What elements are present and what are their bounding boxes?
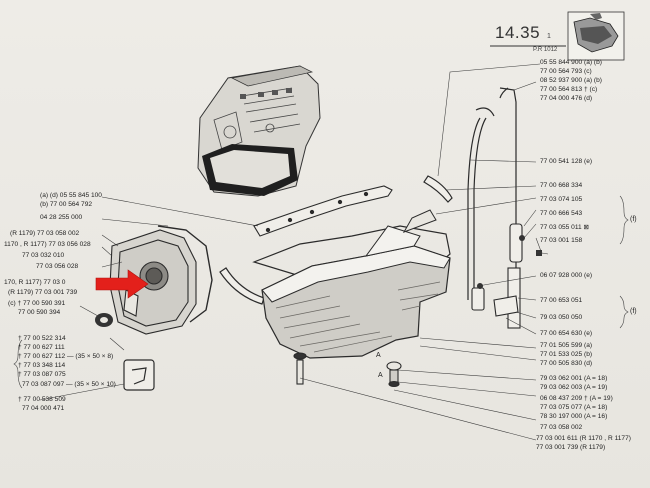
part-label-right: 77 03 001 611 (R 1170 , R 1177) bbox=[536, 435, 631, 442]
brace-f bbox=[619, 195, 629, 329]
part-label-left: † 77 03 348 114 bbox=[18, 362, 66, 369]
part-label-left: 77 03 087 097 — (35 × 50 × 10) bbox=[22, 381, 116, 388]
side-gasket bbox=[253, 185, 393, 237]
cork-seal-left bbox=[219, 267, 265, 305]
part-label-right: 77 03 075 077 (A = 18) bbox=[540, 404, 608, 411]
part-label-right: 79 03 050 050 bbox=[540, 314, 583, 321]
part-label-right: 77 03 001 158 bbox=[540, 237, 583, 244]
part-label-right: 78 30 197 000 (A = 16) bbox=[540, 413, 608, 420]
part-label-left: (R 1179) 77 03 001 739 bbox=[8, 289, 78, 296]
page-subtitle: P.R 1012 bbox=[533, 47, 558, 53]
engine-block-icon bbox=[197, 65, 321, 197]
sump-bolts bbox=[477, 235, 542, 289]
part-label-right: 05 55 844 900 (a) (b) bbox=[540, 59, 602, 66]
part-label-right: 77 04 000 476 (d) bbox=[540, 95, 593, 102]
part-label-right: 77 00 564 813 † (c) bbox=[540, 86, 598, 93]
dimension-letter-a: A bbox=[378, 372, 383, 379]
part-label-left: 77 04 000 471 bbox=[22, 405, 65, 412]
part-label-left: (a) (d) 05 55 845 100 bbox=[40, 192, 102, 199]
part-label-left: † 77 03 087 075 bbox=[18, 371, 66, 378]
part-label-right: 77 00 668 334 bbox=[540, 182, 583, 189]
part-label-right: 77 01 533 025 (b) bbox=[540, 351, 593, 358]
part-label-left: † 77 00 627 111 bbox=[18, 344, 65, 351]
part-label-right: 08 52 937 900 (a) (b) bbox=[540, 77, 602, 84]
part-label-right: 77 00 653 051 bbox=[540, 297, 583, 304]
part-label-left: † 77 00 627 112 — (35 × 50 × 8) bbox=[18, 353, 114, 360]
page-number-suffix: 1 bbox=[547, 33, 551, 40]
part-label-left: 77 03 032 010 bbox=[22, 252, 65, 259]
highlight-arrow-icon bbox=[95, 269, 149, 299]
part-label-right: 77 00 666 543 bbox=[540, 210, 583, 217]
part-label-left: 1170 , R 1177) 77 03 056 028 bbox=[4, 241, 91, 248]
leader-lines bbox=[39, 63, 549, 441]
oil-seal-icon bbox=[95, 313, 113, 327]
part-label-left: 04 28 255 000 bbox=[40, 214, 83, 221]
part-label-right: 06 07 928 000 (e) bbox=[540, 272, 593, 279]
part-label-right: 79 03 062 003 (A = 19) bbox=[540, 384, 608, 391]
part-label-right: 77 03 058 002 bbox=[540, 424, 583, 431]
part-label-right: 77 01 505 599 (a) bbox=[540, 342, 593, 349]
part-label-right: 77 00 564 793 (c) bbox=[540, 68, 592, 75]
brace-letter-f: (f) bbox=[630, 308, 637, 315]
page-number: 14.35 bbox=[495, 23, 541, 42]
end-gasket bbox=[157, 225, 213, 323]
part-label-right: 79 03 062 001 (A = 18) bbox=[540, 375, 608, 382]
oil-sump-icon bbox=[261, 209, 451, 359]
part-label-left: (c) † 77 00 590 391 bbox=[8, 300, 66, 307]
part-label-left: 77 00 590 394 bbox=[18, 309, 61, 316]
timing-cover bbox=[109, 229, 197, 335]
brace-letter-f: (f) bbox=[630, 216, 637, 223]
part-label-left: (R 1179) 77 03 058 002 bbox=[10, 230, 80, 237]
part-label-left: 170, R 1177) 77 03 0 bbox=[4, 279, 66, 286]
clip-inset bbox=[123, 359, 155, 391]
part-label-right: 77 03 055 011 ⊠ bbox=[540, 224, 590, 231]
part-label-left: (b) 77 00 564 792 bbox=[40, 201, 93, 208]
dipstick-guide bbox=[471, 223, 523, 329]
brace-left bbox=[13, 339, 23, 389]
part-label-right: 77 00 541 128 (e) bbox=[540, 158, 593, 165]
sump-thumbnail-icon bbox=[567, 11, 625, 61]
drain-plug bbox=[293, 352, 402, 388]
part-label-right: 77 00 505 830 (d) bbox=[540, 360, 593, 367]
cork-seal-top bbox=[423, 175, 453, 203]
part-label-left: † 77 00 538 509 bbox=[18, 396, 66, 403]
part-label-left: † 77 00 522 314 bbox=[18, 335, 66, 342]
part-label-right: 77 03 001 739 (R 1179) bbox=[536, 444, 606, 451]
part-label-right: 77 03 074 105 bbox=[540, 196, 583, 203]
part-label-right: 77 00 654 630 (e) bbox=[540, 330, 593, 337]
part-label-left: 77 03 056 028 bbox=[36, 263, 79, 270]
dimension-letter-a: A bbox=[376, 352, 381, 359]
part-label-right: 06 08 437 209 † (A = 19) bbox=[540, 395, 613, 402]
